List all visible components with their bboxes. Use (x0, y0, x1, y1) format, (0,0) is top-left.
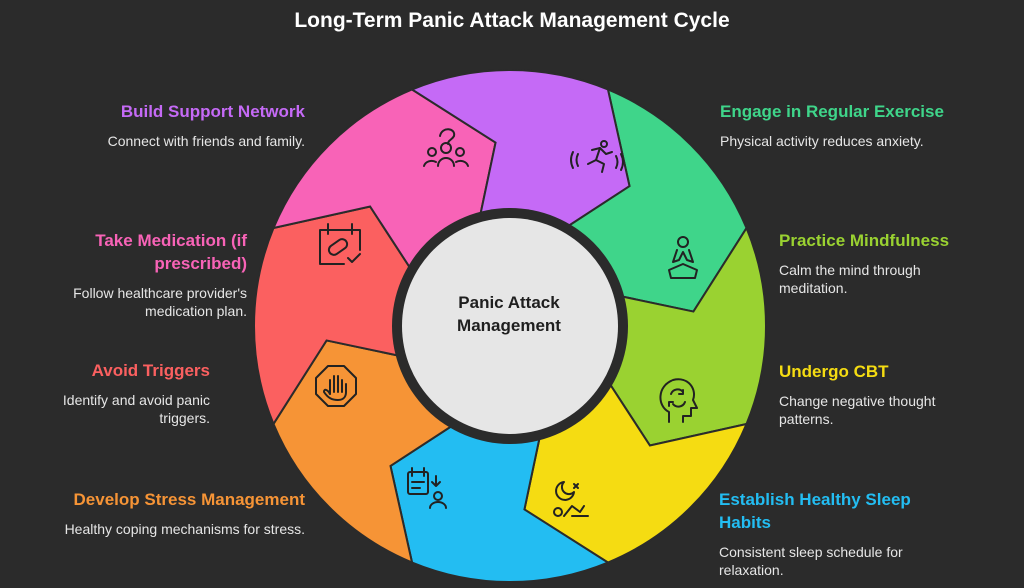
pill-calendar-icon (319, 223, 361, 265)
label-triggers-title: Avoid Triggers (91, 361, 210, 380)
label-cbt-title: Undergo CBT (779, 362, 889, 381)
stop-hand-icon (315, 365, 357, 407)
checklist-person-icon (407, 467, 447, 509)
label-sleep: Establish Healthy Sleep Habits Consisten… (719, 488, 949, 579)
sleep-icon (553, 481, 589, 517)
center-label-line-1: Panic Attack (458, 293, 560, 312)
label-medication: Take Medication (if prescribed) Follow h… (20, 229, 247, 320)
label-triggers: Avoid Triggers Identify and avoid panic … (20, 359, 210, 427)
diagram-title: Long-Term Panic Attack Management Cycle (294, 9, 730, 32)
label-stress: Develop Stress Management Healthy coping… (20, 488, 305, 538)
label-sleep-description: Consistent sleep schedule for relaxation… (719, 544, 903, 578)
label-cbt-description: Change negative thought patterns. (779, 393, 936, 427)
label-stress-title: Develop Stress Management (73, 490, 305, 509)
label-mindfulness-description: Calm the mind through meditation. (779, 262, 921, 296)
label-mindfulness: Practice Mindfulness Calm the mind throu… (779, 229, 979, 297)
center-label-line-2: Management (457, 316, 561, 335)
label-triggers-description: Identify and avoid panic triggers. (62, 392, 210, 426)
label-sleep-title: Establish Healthy Sleep Habits (719, 490, 911, 532)
label-support-title: Build Support Network (120, 102, 305, 121)
head-cycle-icon (659, 378, 698, 423)
label-cbt: Undergo CBT Change negative thought patt… (779, 360, 979, 428)
label-support: Build Support Network Connect with frien… (20, 100, 305, 150)
meditation-icon (668, 236, 698, 279)
center-circle (402, 218, 618, 434)
center-label: Panic Attack Management (429, 291, 589, 337)
label-exercise-title: Engage in Regular Exercise (720, 102, 944, 121)
running-person-icon (570, 140, 624, 173)
label-exercise: Engage in Regular Exercise Physical acti… (720, 100, 1010, 150)
label-support-description: Connect with friends and family. (107, 133, 305, 149)
label-exercise-description: Physical activity reduces anxiety. (720, 133, 924, 149)
label-stress-description: Healthy coping mechanisms for stress. (64, 521, 305, 537)
group-people-icon (423, 128, 469, 167)
label-medication-title: Take Medication (if prescribed) (95, 231, 247, 273)
label-medication-description: Follow healthcare provider's medication … (73, 285, 247, 319)
label-mindfulness-title: Practice Mindfulness (779, 231, 950, 250)
